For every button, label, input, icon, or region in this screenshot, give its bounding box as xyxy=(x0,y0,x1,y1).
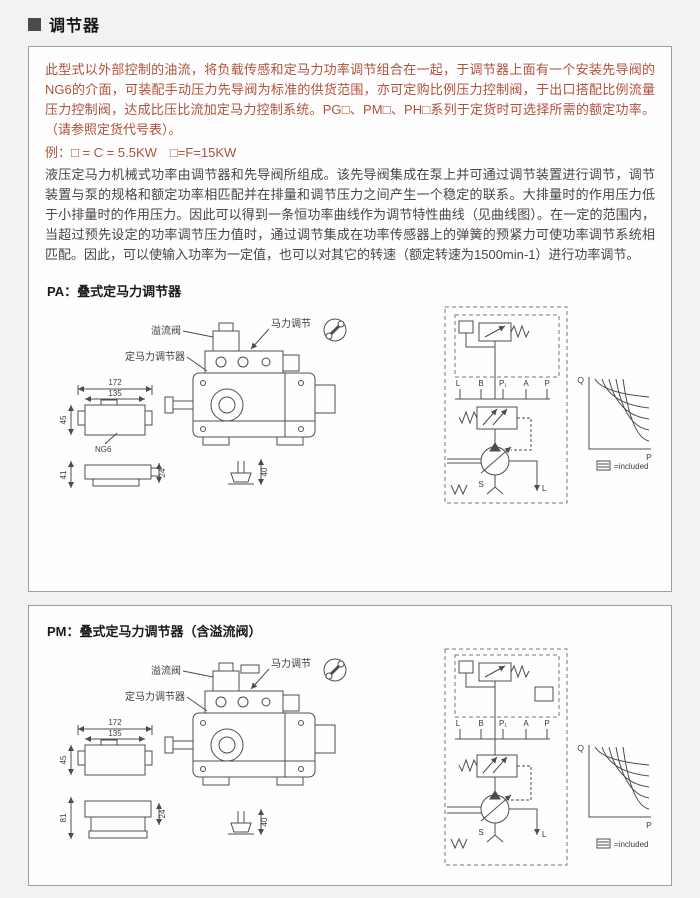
wrench-icon xyxy=(323,658,347,682)
page-title: 调节器 xyxy=(49,18,101,35)
dim-lower-left: 81 xyxy=(59,813,68,822)
label-regulator: 定马力调节器 xyxy=(125,690,185,703)
port-a: A xyxy=(523,719,529,728)
dim-outer: 172 xyxy=(108,378,122,387)
included-legend-text: =included xyxy=(614,462,648,471)
curve-x-label: P xyxy=(646,820,652,830)
port-b: B xyxy=(478,379,483,388)
intro-paragraph-2: 液压定马力机械式功率由调节器和先导阀所组成。该先导阀集成在泵上并可通过调节装置进… xyxy=(45,166,655,263)
port-p: P xyxy=(544,719,549,728)
label-regulator: 定马力调节器 xyxy=(125,350,185,363)
port-drain: L xyxy=(542,484,547,493)
included-legend-icon xyxy=(596,460,611,471)
dim-height: 45 xyxy=(59,755,68,764)
page-header: 调节器 xyxy=(28,12,672,36)
pm-panel: PM：叠式定马力调节器（含溢流阀） xyxy=(28,605,672,886)
port-a: A xyxy=(523,379,529,388)
label-relief-valve: 溢流阀 xyxy=(151,324,181,337)
intro-paragraph-1: 此型式以外部控制的油流，将负载传感和定马力功率调节组合在一起，于调节器上面有一个… xyxy=(45,62,655,138)
title-bullet-icon xyxy=(28,17,41,31)
dim-lower-right: 24 xyxy=(158,468,167,477)
curve-x-label: P xyxy=(646,452,652,462)
pa-diagram: 溢流阀 马力调节 定马力调节器 172 135 45 NG6 41 24 40 … xyxy=(59,306,652,504)
included-legend-icon xyxy=(596,838,611,849)
pm-diagram: 溢流阀 马力调节 定马力调节器 172 135 45 81 24 40 L B … xyxy=(59,648,652,866)
intro-panel: 此型式以外部控制的油流，将负载传感和定马力功率调节组合在一起，于调节器上面有一个… xyxy=(28,46,672,592)
pq-curve-chart xyxy=(588,377,651,450)
dim-inner: 135 xyxy=(108,729,122,738)
pump-illustration xyxy=(164,662,336,786)
port-l: L xyxy=(456,379,461,388)
dim-flange: 40 xyxy=(260,467,269,476)
wrench-icon xyxy=(323,318,347,342)
dim-inner: 135 xyxy=(108,389,122,398)
callout-lines xyxy=(182,668,270,712)
dim-port-label: NG6 xyxy=(95,445,112,454)
port-b: B xyxy=(478,719,483,728)
dim-lower-left: 41 xyxy=(59,470,68,479)
pump-illustration xyxy=(164,322,336,446)
dim-height: 45 xyxy=(59,415,68,424)
section-pm-title: PM：叠式定马力调节器（含溢流阀） xyxy=(47,624,262,639)
label-power-adjust: 马力调节 xyxy=(271,657,311,670)
port-s: S xyxy=(478,828,483,837)
intro-example-line: 例：□ = C = 5.5KW □=F=15KW xyxy=(45,144,237,160)
port-drain: L xyxy=(542,830,547,839)
dimension-drawing xyxy=(68,385,162,489)
label-power-adjust: 马力调节 xyxy=(271,317,311,330)
hydraulic-schematic xyxy=(444,306,568,504)
port-p: P xyxy=(544,379,549,388)
curve-y-label: Q xyxy=(577,743,584,753)
label-relief-valve: 溢流阀 xyxy=(151,664,181,677)
dimension-drawing xyxy=(68,725,162,839)
dim-flange: 40 xyxy=(260,817,269,826)
curve-y-label: Q xyxy=(577,375,584,385)
dim-outer: 172 xyxy=(108,718,122,727)
section-pa-title: PA：叠式定马力调节器 xyxy=(47,284,182,300)
pq-curve-chart xyxy=(588,745,651,818)
suction-flange-drawing xyxy=(228,459,264,486)
included-legend-text: =included xyxy=(614,840,648,849)
suction-flange-drawing xyxy=(228,809,264,835)
port-l: L xyxy=(456,719,461,728)
callout-lines xyxy=(182,329,270,372)
port-p1: P₁ xyxy=(499,379,507,388)
dim-lower-right: 24 xyxy=(158,809,167,818)
port-s: S xyxy=(478,480,483,489)
hydraulic-schematic xyxy=(444,648,568,866)
port-p1: P₁ xyxy=(499,719,507,728)
